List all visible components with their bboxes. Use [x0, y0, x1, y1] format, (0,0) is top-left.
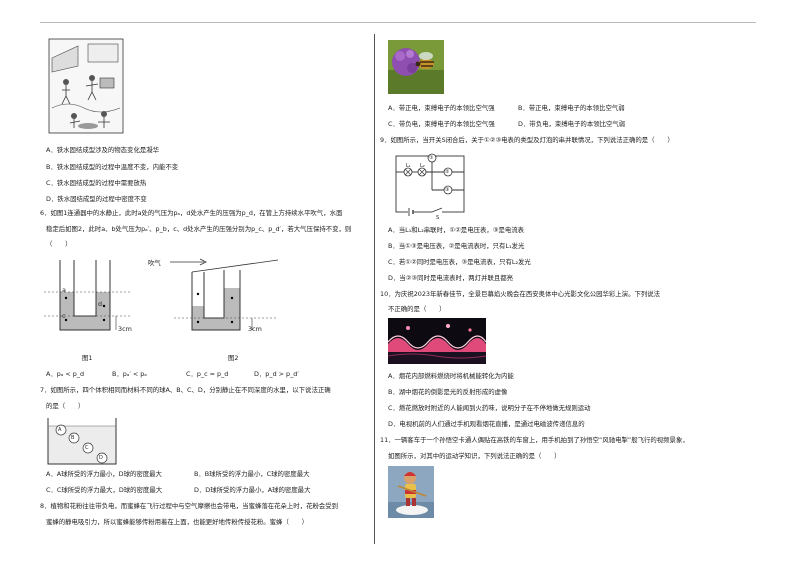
q6-wind-label: 吹气 — [148, 259, 161, 267]
q6-figure-2 — [170, 258, 279, 331]
q10-stem-line-1: 10．为庆祝2023年新春佳节，全景巨幕焰火晚会在西安奥体中心光影文化公园华彩上… — [380, 290, 661, 298]
q7-ball-a: A — [58, 427, 62, 433]
q6-stem-line-1: 6．如图1连通器中的水静止，此时a处的气压为pₐ，d处水产生的压强为p_d，在管… — [40, 209, 343, 217]
q6-option-d[interactable]: D．p_d > p_d′ — [254, 370, 299, 378]
q6-fig2-height: 3cm — [248, 325, 262, 333]
q7-stem-line-2: 的是（ ） — [46, 402, 85, 410]
q8-option-c[interactable]: C．带负电，束缚电子的本领比空气强 — [388, 120, 495, 128]
q7-stem-line-1: 7．如图所示，四个体积相同而材料不同的球A、B、C、D，分别静止在不同深度的水里… — [40, 386, 331, 394]
q6-fig2-label: 图2 — [228, 354, 239, 362]
q5-option-a[interactable]: A．铁水固结成型涉及的物态变化是凝华 — [46, 146, 160, 154]
q6-stem-line-3: （ ） — [46, 240, 72, 248]
q6-stem-line-2: 稳定后如图2，此时a、b处气压为pₐ′、p_b，c、d处水产生的压强分别为p_c… — [46, 225, 352, 233]
q8-option-a[interactable]: A．带正电，束缚电子的本领比空气强 — [388, 104, 495, 112]
bee-flower-photo — [388, 40, 444, 94]
q10-option-c[interactable]: C．燃花燃放时附近的人能闻到火药味，说明分子在不停地做无规则运动 — [388, 404, 591, 412]
q7-container-figure — [47, 418, 117, 465]
q9-option-a[interactable]: A．当L₁和L₂串联时，①②是电压表，③是电流表 — [388, 226, 525, 234]
q9-meter-2: ② — [445, 169, 450, 175]
q9-circuit-diagram — [395, 153, 465, 216]
q10-stem-line-2: 不正确的是（ ） — [388, 305, 446, 313]
q9-option-c[interactable]: C．若①②同时是电压表，③是电流表，只有L₂发光 — [388, 258, 531, 266]
q9-switch-label: S — [436, 215, 440, 221]
q7-option-d[interactable]: D．D球所受的浮力最小，A球的密度最大 — [194, 486, 311, 494]
q7-ball-b: B — [71, 435, 75, 441]
q9-meter-3: ③ — [445, 187, 450, 193]
q10-option-d[interactable]: D．电视机前的人们通过手机观看烟花直播，是通过电磁波传递信息的 — [388, 420, 585, 428]
q9-label-l1: L₁ — [406, 163, 411, 169]
q5-option-d[interactable]: D．铁水固结成型的过程中密度不变 — [46, 195, 147, 203]
q7-option-c[interactable]: C．C球所受的浮力最大，D球的密度最大 — [46, 486, 163, 494]
q6-fig1-label: 图1 — [82, 354, 93, 362]
q11-stem-line-1: 11．一辆客车于一个孙悟空卡通人偶贴在高铁的车窗上，用手机拍到了孙悟空“风驰电掣… — [380, 436, 689, 444]
q10-option-b[interactable]: B．湖中烟花的倒影是光的反射形成的虚像 — [388, 388, 508, 396]
q7-ball-d: D — [99, 455, 103, 461]
q7-option-a[interactable]: A．A球所受的浮力最小，D球的密度最大 — [46, 470, 162, 478]
q6-fig1-point-a: a — [62, 286, 66, 294]
q5-casting-illustration — [48, 38, 124, 134]
page-top-rule — [40, 22, 756, 23]
q8-stem-line-1: 8．植物和花粉往往带负电，而蜜蜂在飞行过程中与空气摩擦也会带电，当蜜蜂落在花朵上… — [40, 502, 339, 510]
q9-meter-1: ① — [429, 155, 434, 161]
column-divider — [374, 34, 375, 544]
monkey-king-photo — [388, 466, 434, 518]
q8-option-d[interactable]: D．带负电，束缚电子的本领比空气弱 — [518, 120, 626, 128]
q5-option-c[interactable]: C．铁水固结成型的过程中需要放热 — [46, 179, 147, 187]
q10-option-a[interactable]: A．烟花内部燃料燃烧时将机械能转化为内能 — [388, 372, 514, 380]
q8-option-b[interactable]: B．带正电，束缚电子的本领比空气弱 — [518, 104, 625, 112]
q6-option-a[interactable]: A．pₐ < p_d — [46, 370, 85, 378]
q11-stem-line-2: 如图所示，对其中的运动学知识，下列说法正确的是（ ） — [388, 452, 561, 460]
q6-fig1-height: 3cm — [118, 325, 132, 333]
q6-fig1-point-d: d — [98, 300, 103, 308]
q6-option-c[interactable]: C．p_c = p_d — [186, 370, 229, 378]
q8-stem-line-2: 蜜蜂的静电吸引力，所以蜜蜂能够传粉用着在上面，也能更好地传粉传授花粉。蜜蜂（ ） — [46, 518, 309, 526]
fireworks-photo — [388, 318, 486, 364]
q5-option-b[interactable]: B．铁水固结成型的过程中温度不变，内能不变 — [46, 163, 179, 171]
q7-ball-c: C — [85, 445, 89, 451]
q6-option-b[interactable]: B．pₐ′ < pₐ — [112, 370, 147, 378]
q9-option-d[interactable]: D．当②③同时是电流表时，两灯并联且都亮 — [388, 274, 514, 282]
q9-stem: 9．如图所示，当开关S闭合后，关于①②③电表的类型及灯泡的串并联情况，下列说法正… — [380, 136, 674, 144]
q9-label-l2: L₂ — [420, 163, 425, 169]
q6-figure-1 — [44, 260, 130, 331]
q9-option-b[interactable]: B．当①③是电压表，②是电流表时，只有L₁发光 — [388, 242, 525, 250]
q7-option-b[interactable]: B．B球所受的浮力最小，C球的密度最大 — [194, 470, 310, 478]
q6-fig1-point-c: c — [62, 312, 66, 320]
